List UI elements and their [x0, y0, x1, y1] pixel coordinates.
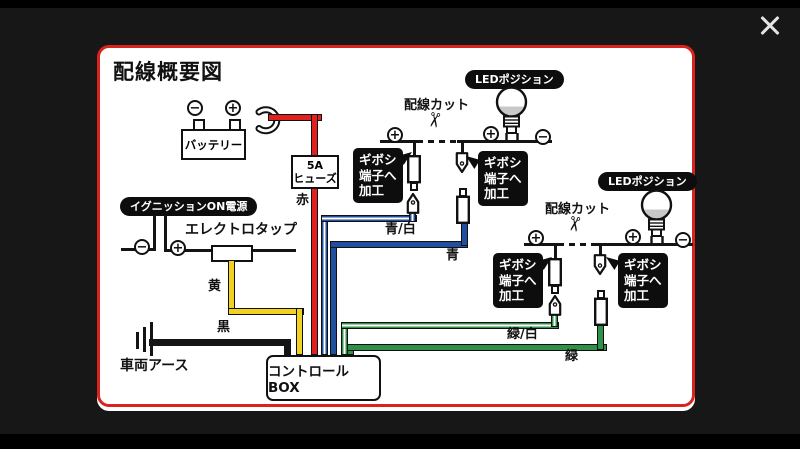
- wire-cut-label: 配線カット: [404, 98, 470, 113]
- harness-line: [597, 243, 693, 246]
- plus-sign: +: [227, 100, 239, 116]
- blue-white-wire-label: 青/白: [385, 222, 416, 237]
- ignition-power-badge: イグニッションON電源: [120, 197, 258, 216]
- giboshi-female-connector: [407, 155, 422, 191]
- yellow-wire: [228, 308, 304, 315]
- harness-minus-terminal: −: [675, 232, 691, 248]
- control-box: コントロールBOX: [266, 355, 381, 401]
- diagram-title: 配線概要図: [113, 60, 223, 84]
- giboshi-male-connector: [593, 254, 607, 275]
- harness-minus-terminal: −: [535, 129, 551, 145]
- yellow-wire-label: 黄: [208, 279, 222, 294]
- fuse-amp-label: 5A: [306, 158, 324, 172]
- red-wire-horizontal: [268, 114, 322, 121]
- ground-symbol-bar: [136, 332, 139, 349]
- plus-sign: +: [172, 240, 184, 256]
- close-button[interactable]: [753, 9, 787, 43]
- ignition-wire: [164, 215, 167, 252]
- harness-line: [524, 243, 558, 246]
- wire-cut-label: 配線カット: [545, 202, 611, 217]
- green-white-wire: [341, 322, 559, 329]
- giboshi-note: ギボシ 端子へ 加工: [353, 148, 403, 203]
- blue-wire-label: 青: [446, 248, 460, 263]
- yellow-wire: [228, 260, 235, 315]
- harness-plus-terminal: +: [625, 229, 641, 245]
- red-wire-vertical: [311, 114, 318, 355]
- giboshi-note-line: 端子へ: [624, 272, 662, 288]
- blue-wire: [330, 241, 337, 355]
- blue-white-wire: [321, 215, 328, 355]
- giboshi-note-line: 加工: [484, 186, 510, 202]
- giboshi-female-connector: [456, 188, 471, 225]
- drop-line: [554, 246, 557, 261]
- control-box-label: コントロールBOX: [268, 364, 349, 396]
- drop-line: [413, 143, 416, 158]
- plus-sign: +: [389, 127, 401, 143]
- vehicle-ground-label: 車両アース: [120, 358, 189, 374]
- green-white-wire-label: 緑/白: [507, 327, 538, 342]
- giboshi-note-line: 端子へ: [499, 272, 537, 288]
- minus-sign: −: [537, 129, 549, 145]
- ground-symbol-bar: [143, 327, 146, 352]
- giboshi-male-connector: [548, 295, 562, 316]
- scissors-icon: ✂: [421, 109, 448, 131]
- yellow-wire: [296, 308, 303, 355]
- plus-sign: +: [485, 126, 497, 142]
- ignition-wire: [153, 215, 156, 251]
- ignition-minus-terminal: −: [134, 239, 150, 255]
- battery-body: バッテリー: [181, 129, 246, 160]
- fuse-word-label: ヒューズ: [293, 172, 337, 185]
- battery-plus-terminal: +: [225, 100, 241, 116]
- black-wire-label: 黒: [217, 320, 231, 335]
- giboshi-note-line: 加工: [624, 288, 650, 304]
- drop-line: [461, 143, 464, 155]
- giboshi-female-connector: [594, 290, 609, 327]
- drop-line: [599, 246, 602, 257]
- giboshi-note-line: ギボシ: [499, 257, 537, 272]
- giboshi-note: ギボシ 端子へ 加工: [493, 253, 543, 308]
- harness-line-cut: [417, 140, 457, 143]
- minus-sign: −: [189, 100, 201, 116]
- giboshi-male-connector: [455, 152, 469, 173]
- scissors-icon: ✂: [561, 213, 588, 235]
- led-position-badge: LEDポジション: [598, 172, 697, 191]
- giboshi-female-connector: [548, 258, 563, 294]
- led-bulb-icon: [640, 189, 673, 245]
- ignition-plus-terminal: +: [170, 240, 186, 256]
- giboshi-note-line: ギボシ: [359, 152, 397, 167]
- giboshi-note-line: ギボシ: [484, 155, 522, 170]
- blue-wire: [330, 241, 468, 248]
- harness-plus-terminal: +: [483, 126, 499, 142]
- led-position-badge: LEDポジション: [465, 70, 564, 89]
- minus-sign: −: [677, 232, 689, 248]
- blue-white-wire: [321, 215, 417, 222]
- plus-sign: +: [627, 229, 639, 245]
- fuse-box: 5A ヒューズ: [291, 155, 339, 189]
- giboshi-note-line: 端子へ: [359, 167, 397, 183]
- led-bulb-icon: [495, 86, 528, 142]
- giboshi-note-line: 加工: [499, 288, 525, 304]
- minus-sign: −: [136, 239, 148, 255]
- plus-sign: +: [530, 230, 542, 246]
- harness-line-cut: [558, 243, 597, 246]
- black-wire: [284, 339, 291, 355]
- harness-line: [457, 140, 552, 143]
- diagram-canvas: 配線概要図 − + バッテリー 5A ヒューズ 赤 イグニッションON電源 − …: [100, 48, 697, 404]
- giboshi-note-line: ギボシ: [624, 257, 662, 272]
- black-wire: [149, 339, 290, 346]
- green-wire-label: 緑: [565, 349, 579, 364]
- wiring-diagram-panel: 配線概要図 − + バッテリー 5A ヒューズ 赤 イグニッションON電源 − …: [97, 45, 697, 407]
- battery-label: バッテリー: [184, 137, 243, 152]
- electro-tap-label: エレクトロタップ: [185, 222, 297, 238]
- giboshi-male-connector: [406, 193, 420, 214]
- green-wire: [347, 344, 607, 351]
- harness-plus-terminal: +: [528, 230, 544, 246]
- giboshi-note-line: 端子へ: [484, 170, 522, 186]
- giboshi-note: ギボシ 端子へ 加工: [618, 253, 668, 308]
- harness-plus-terminal: +: [387, 127, 403, 143]
- giboshi-note: ギボシ 端子へ 加工: [478, 151, 528, 206]
- giboshi-note-line: 加工: [359, 183, 385, 199]
- red-wire-label: 赤: [296, 193, 310, 208]
- battery-minus-terminal: −: [187, 100, 203, 116]
